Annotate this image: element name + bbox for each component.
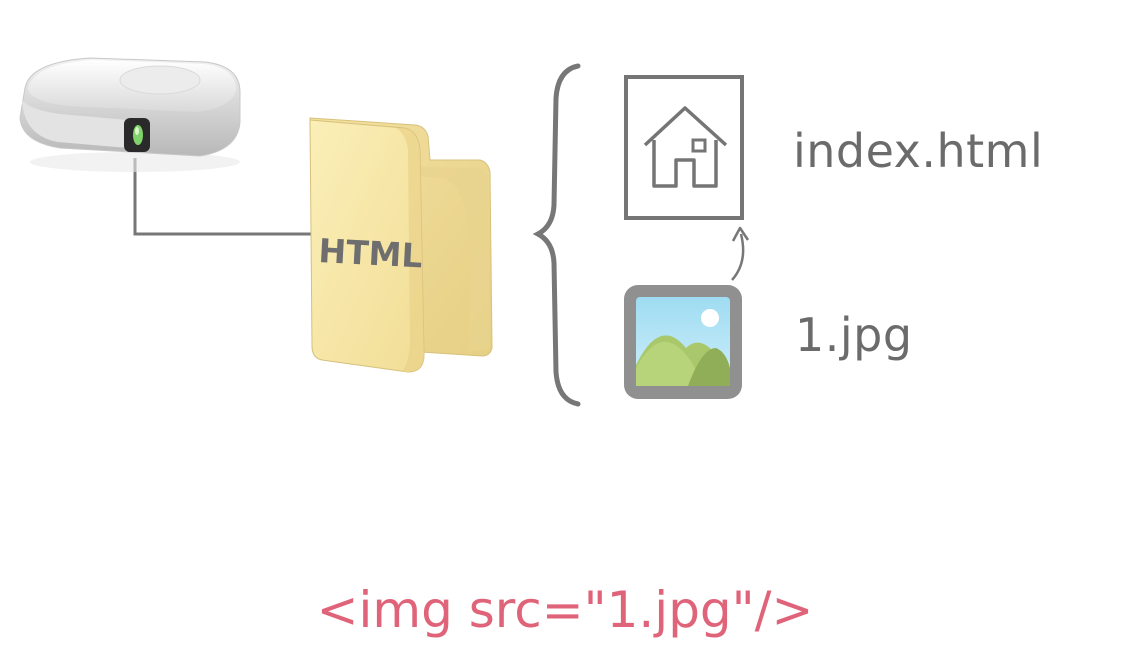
folder-label: HTML [318,231,424,275]
folder-icon: HTML [309,117,493,373]
file-name-index: index.html [793,124,1044,178]
file-name-image: 1.jpg [795,308,913,362]
connector-line [133,158,312,236]
image-icon [624,285,742,399]
hard-drive-icon [19,57,241,172]
reference-arrow [731,226,750,281]
curly-brace [532,63,581,407]
img-tag-code: <img src="1.jpg"/> [316,581,814,639]
house-document-icon [624,75,744,220]
